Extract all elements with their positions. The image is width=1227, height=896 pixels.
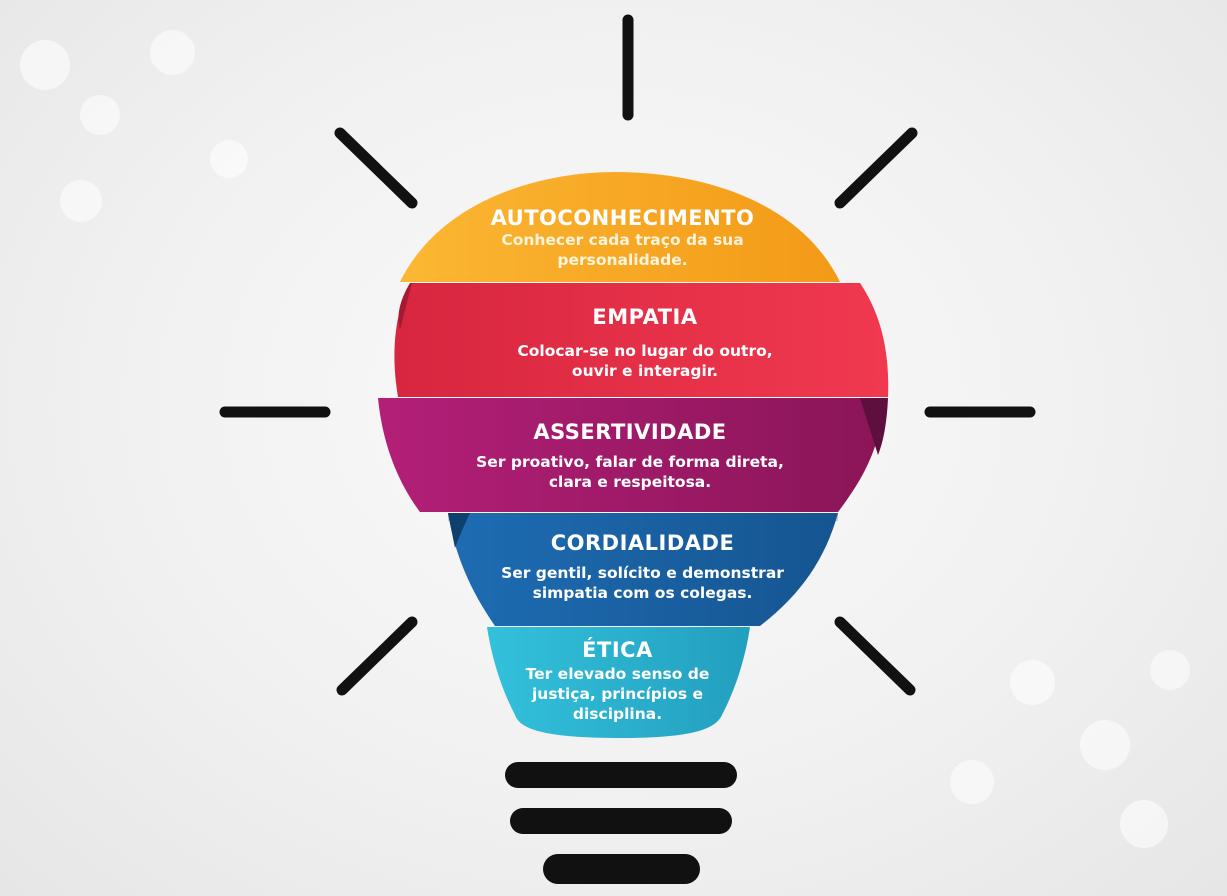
segment-description: personalidade. (557, 251, 688, 269)
segment-description: Ser gentil, solícito e demonstrar (501, 564, 784, 582)
light-ray-icon (336, 616, 418, 696)
background-dot (150, 30, 195, 75)
background-dot (1080, 720, 1130, 770)
segment-autoconhecimento (400, 172, 840, 282)
light-ray-icon (834, 616, 916, 696)
segment-description: Colocar-se no lugar do outro, (517, 342, 773, 360)
segment-description: simpatia com os colegas. (532, 584, 753, 602)
background-dot (950, 760, 994, 804)
background-dot (1010, 660, 1055, 705)
background-dot (80, 95, 120, 135)
light-ray-icon (334, 127, 418, 209)
segment-description: Ter elevado senso de (525, 665, 710, 683)
background-dot (1150, 650, 1190, 690)
label-assertividade: ASSERTIVIDADE Ser proativo, falar de for… (390, 420, 870, 492)
segment-title: CORDIALIDADE (550, 531, 735, 555)
segment-assertividade (378, 398, 885, 512)
segment-description: Ser proativo, falar de forma direta, (476, 453, 784, 471)
segment-description: disciplina. (572, 705, 663, 723)
light-rays (219, 14, 1036, 696)
segment-title: ÉTICA (582, 638, 653, 662)
background-dot (20, 40, 70, 90)
label-etica: ÉTICA Ter elevado senso de justiça, prin… (490, 638, 745, 724)
segment-description: Conhecer cada traço da sua (501, 231, 744, 249)
label-empatia: EMPATIA Colocar-se no lugar do outro, ou… (410, 305, 880, 381)
label-autoconhecimento: AUTOCONHECIMENTO Conhecer cada traço da … (410, 206, 835, 270)
segment-title: AUTOCONHECIMENTO (490, 206, 755, 230)
label-cordialidade: CORDIALIDADE Ser gentil, solícito e demo… (455, 531, 830, 603)
segment-title: EMPATIA (592, 305, 698, 329)
segment-etica (487, 627, 750, 738)
background-dot (60, 180, 102, 222)
light-ray-icon (834, 127, 918, 209)
segment-empatia (394, 283, 889, 397)
segment-description: clara e respeitosa. (548, 473, 712, 491)
segment-cordialidade (448, 513, 838, 626)
bulb-base-icon (505, 762, 737, 884)
background-dot (1120, 800, 1168, 848)
segment-title: ASSERTIVIDADE (533, 420, 727, 444)
segment-description: ouvir e interagir. (571, 362, 719, 380)
segment-description: justiça, princípios e (531, 685, 703, 703)
background-dot (210, 140, 248, 178)
